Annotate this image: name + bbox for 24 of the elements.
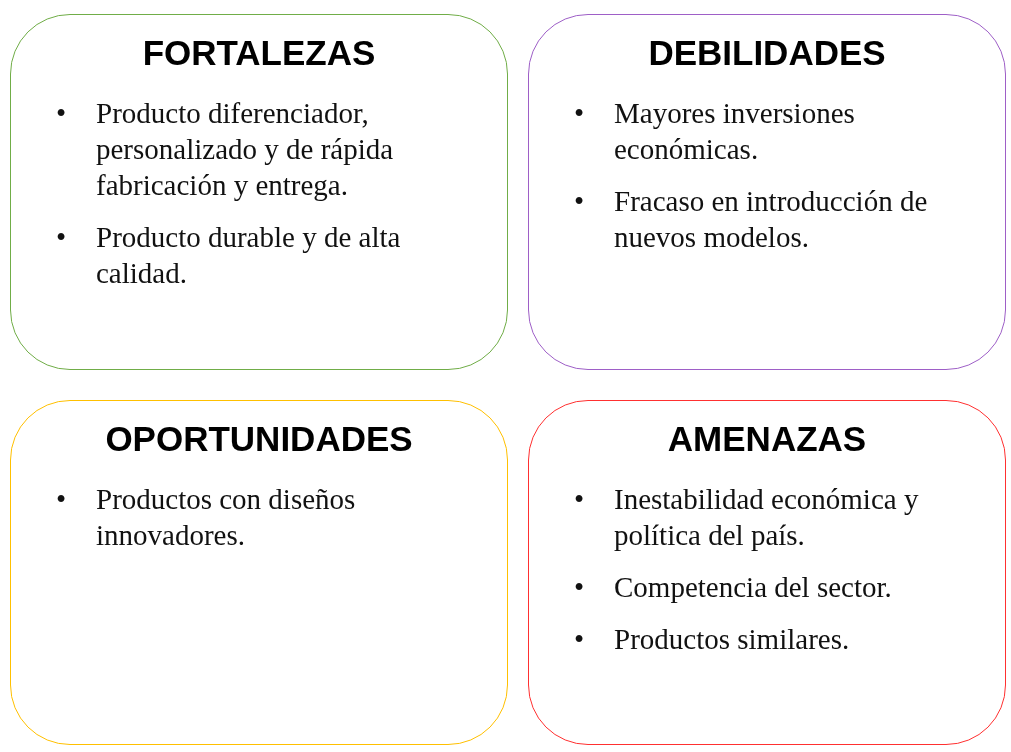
panel-heading: OPORTUNIDADES <box>104 419 414 459</box>
bullet-item: Productos con diseños innovadores. <box>96 482 357 553</box>
bullet-item: Producto durable y de alta calidad. <box>96 220 402 291</box>
bullet-marker: • <box>574 570 585 605</box>
bullet-item: Mayores inversiones económicas. <box>614 96 856 167</box>
bullet-marker: • <box>574 622 585 657</box>
panel-heading: DEBILIDADES <box>647 33 887 73</box>
rounded-panel <box>528 14 1006 370</box>
rounded-panel <box>10 400 508 745</box>
bullet-marker: • <box>56 482 67 517</box>
rounded-panel <box>10 14 508 370</box>
bullet-item: Productos similares. <box>614 622 851 657</box>
panel-heading: AMENAZAS <box>666 419 868 459</box>
bullet-marker: • <box>56 96 67 131</box>
bullet-item: Inestabilidad económica y política del país. <box>614 482 920 553</box>
bullet-item: Fracaso en introducción de nuevos modelos. <box>614 184 929 255</box>
bullet-marker: • <box>574 184 585 219</box>
bullet-marker: • <box>56 220 67 255</box>
bullet-marker: • <box>574 96 585 131</box>
rounded-panel <box>528 400 1006 745</box>
bullet-item: Competencia del sector. <box>614 570 893 605</box>
panel-heading: FORTALEZAS <box>141 33 377 73</box>
bullet-item: Producto diferenciador, personalizado y de rápida fabricación y entrega. <box>96 96 395 203</box>
bullet-marker: • <box>574 482 585 517</box>
